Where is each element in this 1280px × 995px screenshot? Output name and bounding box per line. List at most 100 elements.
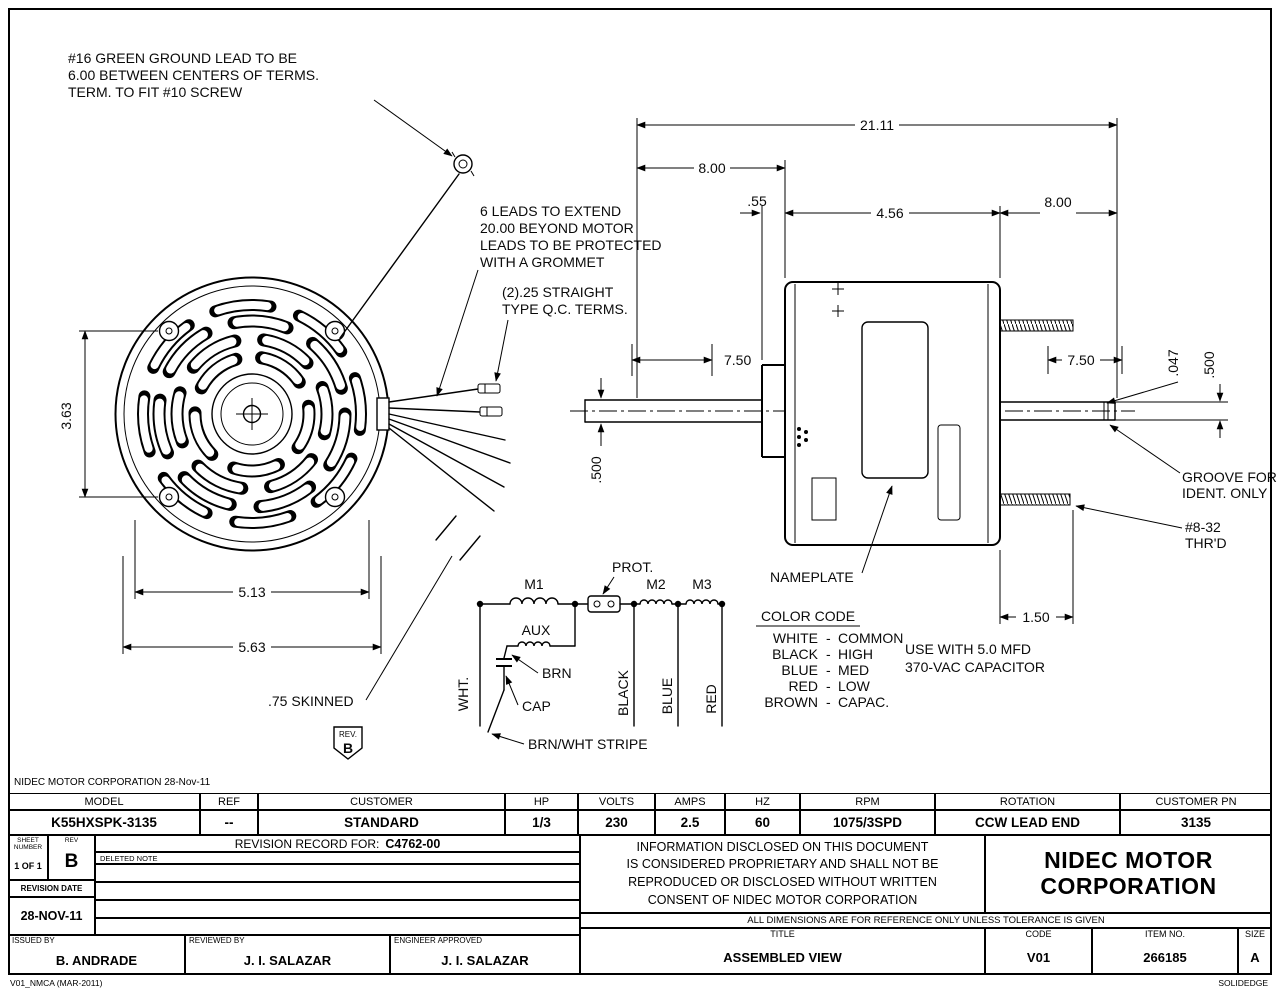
dim-3-63: 3.63: [58, 402, 74, 429]
reviewed-by-cell: REVIEWED BY J. I. SALAZAR: [185, 935, 390, 975]
leads-note-line1: 6 LEADS TO EXTEND: [480, 203, 621, 219]
label-red: RED: [703, 684, 719, 714]
bolt-hole: [324, 486, 346, 508]
front-notes: #16 GREEN GROUND LEAD TO BE 6.00 BETWEEN…: [68, 50, 662, 709]
reviewed-by-label: REVIEWED BY: [189, 936, 245, 945]
threaded-stud-top: [999, 319, 1074, 332]
company-name-line1: NIDEC MOTOR: [1044, 847, 1213, 874]
engineer-approved-label: ENGINEER APPROVED: [394, 936, 483, 945]
color-name: BLACK: [772, 646, 819, 662]
thermal-protector: [587, 595, 621, 613]
tolerance-note: ALL DIMENSIONS ARE FOR REFERENCE ONLY UN…: [580, 913, 1272, 928]
color-value: MED: [838, 662, 869, 678]
color-value: CAPAC.: [838, 694, 889, 710]
spec-header-rpm: RPM: [800, 793, 935, 810]
leads-note-line2: 20.00 BEYOND MOTOR: [480, 220, 634, 236]
issued-by-value: B. ANDRADE: [55, 952, 138, 968]
skinned-tick: [435, 515, 457, 541]
dim-7-50-right: 7.50: [1067, 352, 1094, 368]
engineer-approved-cell: ENGINEER APPROVED J. I. SALAZAR: [390, 935, 580, 975]
dim-1-50: 1.50: [1022, 609, 1049, 625]
spec-value-model: K55HXSPK-3135: [8, 810, 200, 835]
alignment-marks: [832, 283, 844, 317]
spec-value-customer: STANDARD: [258, 810, 505, 835]
skinned-tick: [459, 535, 481, 561]
deleted-note: DELETED NOTE: [95, 852, 580, 864]
color-value: LOW: [838, 678, 871, 694]
spec-header-rotation: ROTATION: [935, 793, 1120, 810]
dim-8-00-right: 8.00: [1044, 194, 1071, 210]
mounting-detail: [811, 477, 837, 521]
color-code-title: COLOR CODE: [761, 608, 855, 624]
title-label: TITLE: [770, 929, 795, 939]
title-cell: TITLE ASSEMBLED VIEW: [580, 928, 985, 975]
left-shaft: [584, 399, 763, 423]
dim-5-13: 5.13: [238, 584, 265, 600]
capacitor-note-line1: USE WITH 5.0 MFD: [905, 641, 1031, 657]
qc-note-line2: TYPE Q.C. TERMS.: [502, 301, 628, 317]
grommet: [376, 397, 390, 431]
dim-0-500-right: .500: [1201, 351, 1217, 378]
side-notes: GROOVE FOR IDENT. ONLY #8-32 THR'D NAMEP…: [770, 424, 1277, 675]
size-label: SIZE: [1244, 929, 1265, 939]
spec-value-rotation: CCW LEAD END: [935, 810, 1120, 835]
nameplate-rect: [861, 321, 929, 479]
thread-note-line1: #8-32: [1185, 519, 1221, 535]
thread-note-line2: THR'D: [1185, 535, 1227, 551]
label-blue: BLUE: [659, 678, 675, 715]
color-sep: -: [826, 646, 831, 662]
spec-value-hz: 60: [725, 810, 800, 835]
code-label: CODE: [1025, 929, 1052, 939]
revision-empty-row: [95, 918, 580, 935]
sheet-number-value: 1 OF 1: [14, 860, 42, 871]
color-sep: -: [826, 630, 831, 646]
color-name: WHITE: [773, 630, 818, 646]
groove-note-line1: GROOVE FOR: [1182, 469, 1277, 485]
item-no-cell: ITEM NO. 266185: [1092, 928, 1238, 975]
revision-empty-row: [95, 882, 580, 900]
lead-bundle: [376, 383, 511, 561]
threaded-stud-bottom: [999, 493, 1071, 506]
rev-flag-letter: B: [343, 740, 353, 756]
dim-5-63: 5.63: [238, 639, 265, 655]
color-value: HIGH: [838, 646, 873, 662]
spec-value-volts: 230: [578, 810, 655, 835]
color-name: BLUE: [781, 662, 818, 678]
proprietary-line1: INFORMATION DISCLOSED ON THIS DOCUMENT: [636, 839, 929, 854]
issued-by-label: ISSUED BY: [12, 936, 55, 945]
qc-note-line1: (2).25 STRAIGHT: [502, 284, 614, 300]
bolt-hole: [324, 320, 346, 342]
size-value: A: [1250, 949, 1260, 965]
title-value: ASSEMBLED VIEW: [723, 949, 842, 965]
bearing-hub: [761, 364, 785, 458]
revision-record-header: REVISION RECORD FOR: C4762-00: [95, 835, 580, 852]
color-sep: -: [826, 678, 831, 694]
rev-flag-word: REV.: [339, 730, 357, 739]
label-cap: CAP: [522, 698, 551, 714]
item-no-label: ITEM NO.: [1145, 929, 1185, 939]
reviewed-by-value: J. I. SALAZAR: [243, 952, 332, 968]
corporation-date-note: NIDEC MOTOR CORPORATION 28-Nov-11: [14, 777, 211, 788]
label-m3: M3: [692, 576, 712, 592]
code-value: V01: [1026, 949, 1051, 965]
spec-header-customer: CUSTOMER: [258, 793, 505, 810]
spec-value-ref: --: [200, 810, 258, 835]
right-shaft: [999, 401, 1116, 421]
revision-date-label: REVISION DATE: [8, 880, 95, 897]
revision-record-value: C4762-00: [385, 836, 441, 851]
color-sep: -: [826, 694, 831, 710]
issued-by-cell: ISSUED BY B. ANDRADE: [8, 935, 185, 975]
spec-header-volts: VOLTS: [578, 793, 655, 810]
color-name: BROWN: [764, 694, 818, 710]
groove-note-line2: IDENT. ONLY: [1182, 485, 1268, 501]
side-dimensions: 21.11 8.00 .55 4.56 8.00 7.50: [588, 117, 1228, 625]
revision-record-label: REVISION RECORD FOR:: [234, 836, 380, 851]
spec-header-hp: HP: [505, 793, 578, 810]
label-m2: M2: [646, 576, 666, 592]
revision-area: SHEET NUMBER 1 OF 1 REV B REVISION DATE …: [8, 835, 580, 975]
motor-side-view: 21.11 8.00 .55 4.56 8.00 7.50: [570, 117, 1277, 675]
spec-header-amps: AMPS: [655, 793, 725, 810]
label-prot: PROT.: [612, 559, 653, 575]
dim-0-500-left: .500: [588, 456, 604, 483]
